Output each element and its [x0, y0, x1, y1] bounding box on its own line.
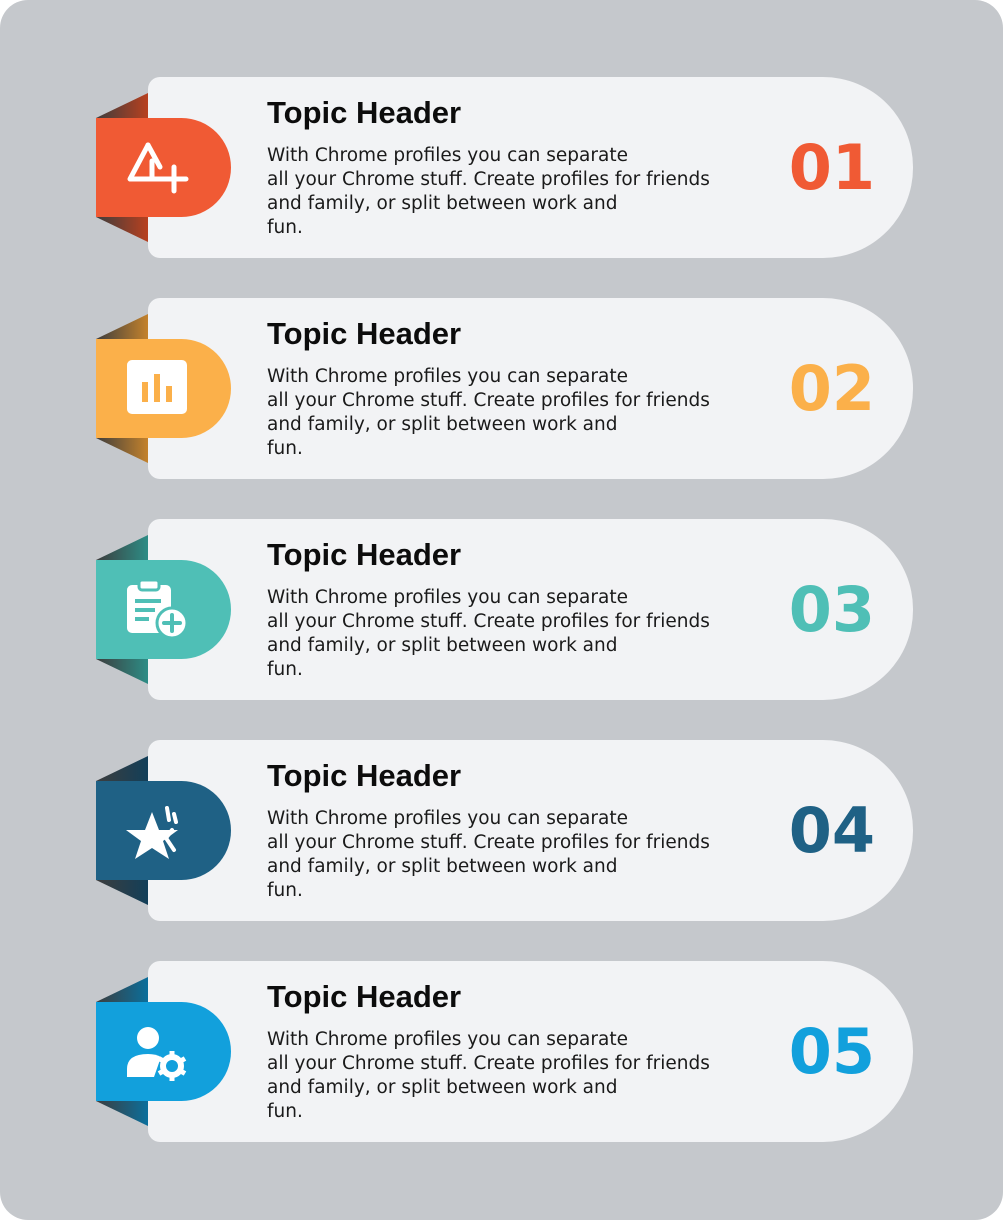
topic-header: Topic Header [267, 316, 462, 351]
step-number: 02 [788, 352, 875, 425]
topic-header: Topic Header [267, 95, 462, 130]
ribbon-fold-bottom [96, 438, 148, 463]
topic-header: Topic Header [267, 979, 462, 1014]
description-line: all your Chrome stuff. Create profiles f… [267, 832, 710, 853]
topic-description: With Chrome profiles you can separate al… [267, 144, 737, 240]
step-card [148, 961, 913, 1142]
ribbon-fold-top [96, 535, 148, 560]
step-item-3: Topic Header With Chrome profiles you ca… [0, 519, 1003, 701]
clipboard-add-icon [122, 579, 190, 641]
ribbon-fold-top [96, 756, 148, 781]
icon-tab [96, 1002, 231, 1101]
step-item-2: Topic Header With Chrome profiles you ca… [0, 298, 1003, 480]
description-line: and family, or split between work and [267, 414, 618, 435]
topic-description: With Chrome profiles you can separate al… [267, 1028, 737, 1124]
description-line: With Chrome profiles you can separate [267, 145, 628, 166]
description-line: and family, or split between work and [267, 193, 618, 214]
description-line: fun. [267, 438, 303, 459]
user-settings-icon [122, 1021, 190, 1083]
shape-plus-icon [122, 137, 190, 199]
description-line: With Chrome profiles you can separate [267, 808, 628, 829]
star-sparkle-icon [122, 800, 190, 862]
ribbon-fold-bottom [96, 880, 148, 905]
description-line: fun. [267, 1101, 303, 1122]
description-line: fun. [267, 217, 303, 238]
description-line: fun. [267, 659, 303, 680]
description-line: With Chrome profiles you can separate [267, 366, 628, 387]
topic-header: Topic Header [267, 537, 462, 572]
topic-description: With Chrome profiles you can separate al… [267, 807, 737, 903]
ribbon-fold-bottom [96, 659, 148, 684]
ribbon-fold-top [96, 977, 148, 1002]
description-line: fun. [267, 880, 303, 901]
description-line: With Chrome profiles you can separate [267, 587, 628, 608]
bar-chart-icon [122, 358, 190, 420]
ribbon-fold-bottom [96, 217, 148, 242]
ribbon-fold-bottom [96, 1101, 148, 1126]
description-line: With Chrome profiles you can separate [267, 1029, 628, 1050]
ribbon-fold-top [96, 93, 148, 118]
step-item-5: Topic Header With Chrome profiles you ca… [0, 961, 1003, 1143]
step-card [148, 740, 913, 921]
description-line: all your Chrome stuff. Create profiles f… [267, 390, 710, 411]
step-number: 04 [788, 794, 875, 867]
icon-tab [96, 118, 231, 217]
ribbon-fold-top [96, 314, 148, 339]
step-card [148, 298, 913, 479]
step-number: 05 [788, 1015, 875, 1088]
step-number: 01 [788, 131, 875, 204]
step-card [148, 519, 913, 700]
step-item-4: Topic Header With Chrome profiles you ca… [0, 740, 1003, 922]
description-line: all your Chrome stuff. Create profiles f… [267, 1053, 710, 1074]
step-number: 03 [788, 573, 875, 646]
description-line: all your Chrome stuff. Create profiles f… [267, 169, 710, 190]
topic-description: With Chrome profiles you can separate al… [267, 586, 737, 682]
step-card [148, 77, 913, 258]
topic-header: Topic Header [267, 758, 462, 793]
description-line: and family, or split between work and [267, 635, 618, 656]
step-item-1: Topic Header With Chrome profiles you ca… [0, 77, 1003, 259]
description-line: all your Chrome stuff. Create profiles f… [267, 611, 710, 632]
description-line: and family, or split between work and [267, 856, 618, 877]
topic-description: With Chrome profiles you can separate al… [267, 365, 737, 461]
description-line: and family, or split between work and [267, 1077, 618, 1098]
